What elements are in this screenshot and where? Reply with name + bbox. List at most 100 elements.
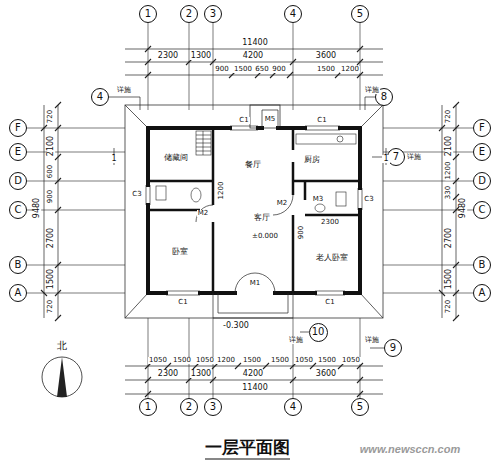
dimension: 1200: [340, 66, 360, 73]
opening-tag: M5: [264, 116, 277, 123]
grid-bubble: 2: [180, 398, 198, 416]
bubble-text: D: [478, 176, 486, 186]
grid-bubble: 1: [139, 5, 157, 23]
grid-bubble: 2: [180, 5, 198, 23]
bubble-text: D: [14, 176, 22, 186]
dimension: 2300: [320, 219, 340, 226]
grid-bubble: A: [473, 284, 491, 302]
grid-bubble: B: [9, 256, 27, 274]
dimension: 3600: [315, 52, 337, 60]
dimension: 720: [446, 298, 453, 313]
fixtures: [156, 134, 356, 212]
walls: [148, 128, 360, 293]
room-name: ±0.000: [251, 233, 279, 240]
opening-tag: C1: [324, 299, 335, 306]
callout-note: 详施: [364, 337, 380, 344]
partitions: [148, 128, 360, 293]
opening-tag: C1: [177, 299, 188, 306]
room-name: 客厅: [253, 214, 271, 222]
bubble-text: E: [15, 147, 21, 157]
dimension-lines: [41, 46, 459, 397]
bubble-text: C: [479, 205, 486, 215]
dimension: 1500: [242, 357, 262, 364]
grid-bubble: 4: [284, 5, 302, 23]
callout-leaders: [109, 97, 387, 348]
windows: [146, 126, 362, 295]
dimension: 4200: [242, 52, 264, 60]
dimension: 1200: [218, 180, 225, 200]
bubble-text: 7: [393, 152, 399, 162]
north-label: 北: [56, 341, 68, 351]
opening-tag: C1: [238, 117, 249, 124]
dimension: 1500: [316, 66, 336, 73]
dimension: 650: [254, 66, 269, 73]
bubble-text: F: [479, 123, 485, 133]
dimension: 720: [48, 108, 55, 123]
dimension: 1500: [233, 66, 253, 73]
dimension: 1050: [195, 357, 215, 364]
dimension: 2700: [445, 227, 453, 249]
section-mark: 1: [382, 155, 389, 163]
dimension: 720: [48, 298, 55, 313]
bubble-text: 5: [357, 402, 363, 412]
dimension: 720: [446, 108, 453, 123]
bubble-text: 4: [97, 92, 103, 102]
dimension: 2100: [445, 135, 453, 157]
dimension: 900: [214, 66, 229, 73]
bubble-text: 10: [312, 327, 325, 337]
opening-tag: C1: [316, 117, 327, 124]
opening-tag: M3: [312, 196, 325, 203]
dimension: 2300: [157, 52, 179, 60]
dimension: 1300: [190, 52, 212, 60]
dimension: 11400: [241, 39, 268, 47]
dimension: 1500: [270, 357, 290, 364]
opening-tag: M2: [197, 210, 210, 217]
bubble-text: A: [479, 288, 486, 298]
grid-bubble: E: [9, 143, 27, 161]
doors-and-porch: [196, 110, 293, 318]
callout-note: 详施: [406, 154, 422, 161]
watermark: www.newsccn.com: [359, 444, 461, 455]
grid-bubble: C: [473, 201, 491, 219]
dimension: 900: [48, 188, 55, 203]
bubble-text: F: [15, 123, 21, 133]
opening-tag: M1: [249, 280, 262, 287]
opening-tag: C3: [131, 191, 142, 198]
stair: [196, 131, 211, 155]
title-underline: [205, 458, 290, 459]
bubble-text: 3: [210, 402, 216, 412]
dimension: -0.300: [222, 322, 250, 330]
dimension: 2300: [157, 370, 179, 378]
dimension: 1500: [47, 268, 55, 290]
dimension: 1050: [341, 357, 361, 364]
grid-bubble: E: [473, 143, 491, 161]
grid-bubble: 3: [204, 5, 222, 23]
dimension: 1300: [190, 370, 212, 378]
dimension: 3600: [315, 370, 337, 378]
roof-eave: [125, 105, 383, 318]
grid-bubble: F: [9, 119, 27, 137]
drawing-title: 一层平面图: [204, 439, 291, 456]
grid-bubble: A: [9, 284, 27, 302]
dimension: 9480: [459, 197, 467, 219]
section-mark: 1: [110, 155, 117, 163]
dimension: 1200: [216, 357, 236, 364]
dimension: 1500: [172, 357, 192, 364]
dimension: 600: [48, 163, 55, 178]
room-name: 储藏间: [163, 154, 189, 162]
bubble-text: A: [15, 288, 22, 298]
opening-tag: C3: [363, 196, 374, 203]
callout-note: 详施: [364, 87, 380, 94]
bubble-text: 5: [357, 9, 363, 19]
grid-bubble: 4: [91, 88, 109, 106]
bubble-text: E: [479, 147, 485, 157]
grid-bubble: 1: [139, 398, 157, 416]
grid-bubble: 9: [384, 339, 402, 357]
dimension: 9480: [33, 197, 41, 219]
bubble-text: C: [15, 205, 22, 215]
dimension: 4200: [242, 370, 264, 378]
bubble-text: 9: [390, 343, 396, 353]
bubble-text: 8: [381, 92, 387, 102]
grid-bubble: C: [9, 201, 27, 219]
